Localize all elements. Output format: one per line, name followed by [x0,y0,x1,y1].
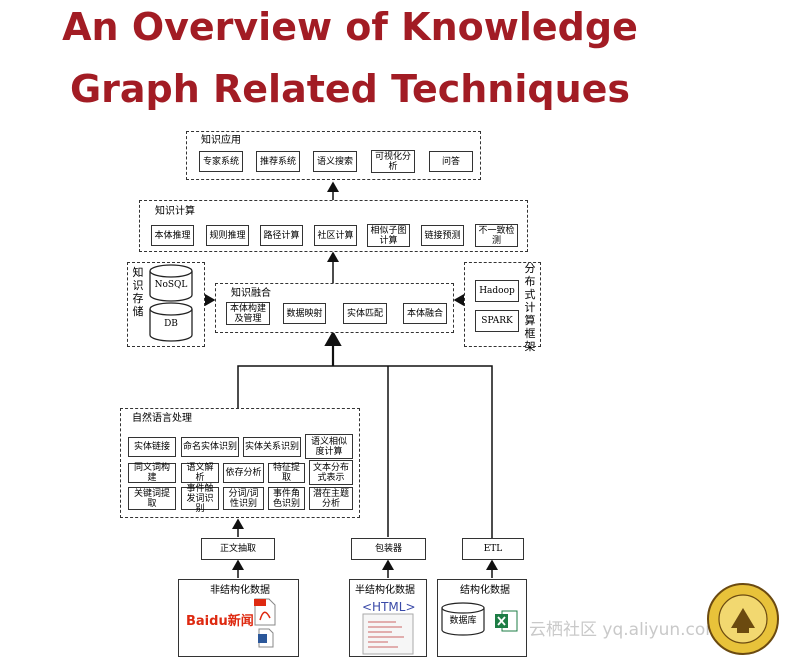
knowledge-application-label: 知识应用 [201,135,241,146]
html-document-icon [362,613,414,655]
spark-box: SPARK [475,310,519,332]
pdf-file-icon [254,598,276,626]
nlp-segmentation-pos: 分词/词性识别 [223,487,264,510]
extractor-etl: ETL [462,538,524,560]
database-label: 数据库 [449,616,477,626]
extractor-main-text: 正文抽取 [201,538,275,560]
app-visual-analytics: 可视化分析 [371,150,415,173]
title-line-2: Graph Related Techniques [69,67,631,111]
comp-inconsistency: 不一致检测 [475,224,518,247]
nlp-semantic-parsing: 语义解析 [181,463,219,483]
nlp-event-role: 事件角色识别 [268,487,305,510]
comp-similar-subgraph: 相似子图计算 [367,224,410,247]
db-cylinder-icon [149,302,193,342]
nlp-label: 自然语言处理 [132,413,192,424]
nlp-distributed-representation: 文本分布式表示 [309,460,353,485]
database-cylinder-icon [441,602,485,636]
db-label: DB [164,319,178,329]
fusion-ontology-build: 本体构建及管理 [226,302,270,325]
comp-path: 路径计算 [260,225,303,246]
fusion-entity-matching: 实体匹配 [343,303,387,324]
nosql-cylinder-icon [149,264,193,302]
unstructured-data-box [178,579,299,657]
app-expert-system: 专家系统 [199,151,243,172]
knowledge-computation-label: 知识计算 [155,206,195,217]
comp-rule-reasoning: 规则推理 [206,225,249,246]
word-file-icon [258,628,274,648]
knowledge-fusion-label: 知识融合 [231,288,271,299]
fusion-data-mapping: 数据映射 [283,303,326,324]
nlp-semantic-similarity: 语义相似度计算 [305,434,353,459]
nlp-dependency-parsing: 依存分析 [223,463,264,483]
comp-ontology-reasoning: 本体推理 [151,225,194,246]
html-tag-label: <HTML> [362,600,416,614]
nlp-keyword-extraction: 关键词提取 [128,487,176,510]
knowledge-storage-label: 知识存储 [132,266,144,318]
nlp-event-trigger: 事件触发词识别 [181,484,219,514]
baidu-news-logo: Baidu新闻 [186,614,254,629]
nlp-relation-recognition: 实体关系识别 [243,437,301,457]
excel-icon [495,610,518,632]
nosql-label: NoSQL [154,280,188,290]
nlp-synonym-build: 同义词构建 [128,463,176,483]
nlp-topic-analysis: 潜在主题分析 [309,487,353,510]
hadoop-box: Hadoop [475,280,519,302]
unstructured-data-label: 非结构化数据 [210,585,270,596]
comp-link-prediction: 链接预测 [421,225,464,246]
app-semantic-search: 语义搜索 [313,151,357,172]
watermark-text: 云栖社区 yq.aliyun.com [529,620,722,640]
distributed-framework-group [464,262,541,347]
app-qa: 问答 [429,151,473,172]
distributed-framework-label: 分布式计算框架 [524,262,536,353]
extractor-wrapper: 包装器 [351,538,426,560]
comp-community: 社区计算 [314,225,357,246]
app-recommender: 推荐系统 [256,151,300,172]
semistructured-data-label: 半结构化数据 [355,585,415,596]
fusion-ontology-merge: 本体融合 [403,303,447,324]
nlp-ner: 命名实体识别 [181,437,239,457]
university-seal-logo [707,583,779,655]
nlp-feature-extraction: 特征提取 [268,463,305,483]
nlp-entity-linking: 实体链接 [128,437,176,457]
title-line-1: An Overview of Knowledge [62,5,638,49]
structured-data-label: 结构化数据 [460,585,510,596]
